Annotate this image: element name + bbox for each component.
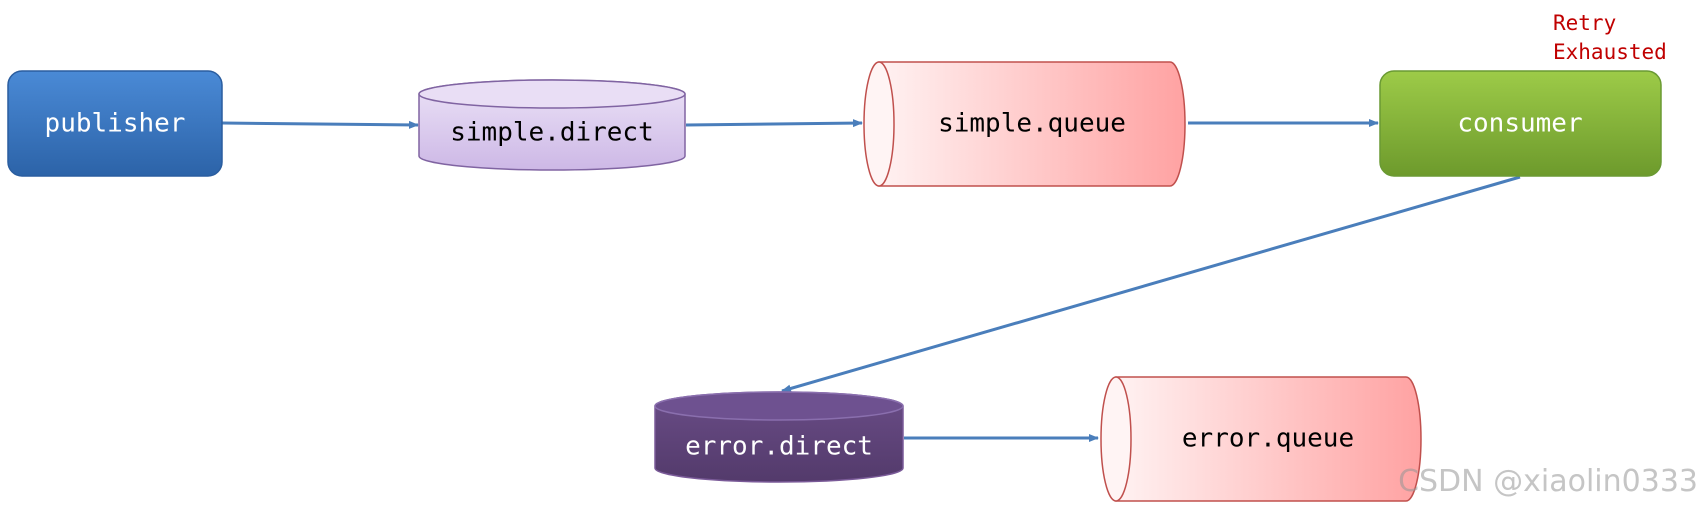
consumer-label: consumer: [1457, 109, 1582, 139]
simple-direct-exchange: simple.direct: [418, 79, 686, 171]
error-direct-label: error.direct: [685, 432, 873, 462]
annotation-line2: Exhausted: [1553, 40, 1667, 64]
edge-consumer-to-error-direct: [781, 175, 1521, 393]
simple-queue-label: simple.queue: [938, 109, 1126, 139]
error-queue-label: error.queue: [1182, 424, 1354, 454]
simple-queue-node: simple.queue: [863, 61, 1186, 187]
watermark: CSDN @xiaolin0333: [1398, 464, 1698, 499]
error-direct-exchange: error.direct: [654, 391, 904, 483]
edge-simple-direct-to-simple-queue: [685, 119, 863, 128]
edges: [221, 119, 1521, 442]
publisher-node: publisher: [7, 70, 223, 177]
edge-publisher-to-simple-direct: [221, 120, 419, 129]
publisher-label: publisher: [45, 109, 186, 139]
annotation-line1: Retry: [1553, 11, 1616, 35]
error-queue-node: error.queue: [1100, 376, 1422, 502]
retry-exhausted-annotation: Retry Exhausted: [1553, 11, 1667, 64]
consumer-node: consumer: [1379, 70, 1662, 177]
simple-direct-label: simple.direct: [450, 118, 654, 148]
